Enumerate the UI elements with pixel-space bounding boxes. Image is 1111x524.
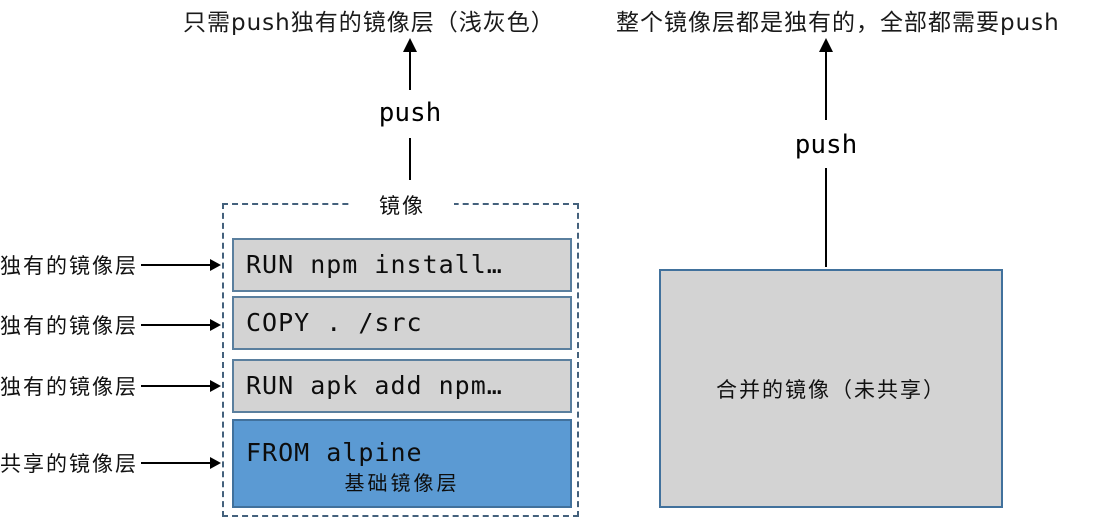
- arrow-line: [141, 324, 210, 326]
- push-label-left: push: [378, 98, 442, 128]
- arrow-line: [141, 264, 210, 266]
- arrow-line: [141, 462, 210, 464]
- arrow-right-icon: [210, 380, 221, 392]
- push-arrow-shaft-left-lower: [409, 138, 411, 180]
- arrow-line: [141, 385, 210, 387]
- layer-from-alpine: FROM alpine 基础镜像层: [232, 419, 572, 508]
- image-box-title: 镜像: [350, 190, 454, 220]
- side-label-shared: 共享的镜像层: [0, 450, 221, 476]
- push-arrow-shaft-left-upper: [409, 51, 411, 90]
- side-label-text: 独有的镜像层: [0, 314, 138, 338]
- side-label-text: 独有的镜像层: [0, 254, 138, 278]
- side-label-text: 独有的镜像层: [0, 375, 138, 399]
- push-arrow-shaft-right-upper: [825, 51, 827, 120]
- layer-from-alpine-label: FROM alpine: [246, 438, 423, 467]
- layer-copy-src: COPY . /src: [232, 296, 572, 350]
- layer-run-npm-install: RUN npm install…: [232, 238, 572, 292]
- merged-image-box: 合并的镜像（未共享）: [659, 269, 1003, 508]
- side-label-text: 共享的镜像层: [0, 452, 138, 476]
- caption-merged-layers: 整个镜像层都是独有的，全部都需要push: [616, 10, 1060, 36]
- arrow-right-icon: [210, 259, 221, 271]
- push-arrow-shaft-right-lower: [825, 168, 827, 267]
- arrow-right-icon: [210, 457, 221, 469]
- arrow-right-icon: [210, 319, 221, 331]
- base-layer-label: 基础镜像层: [344, 471, 460, 495]
- side-label-unique-1: 独有的镜像层: [0, 252, 221, 278]
- arrow-up-icon: [819, 38, 833, 52]
- push-label-right: push: [794, 130, 858, 160]
- merged-image-label: 合并的镜像（未共享）: [716, 377, 946, 402]
- side-label-unique-2: 独有的镜像层: [0, 312, 221, 338]
- side-label-unique-3: 独有的镜像层: [0, 373, 221, 399]
- layer-run-apk-add: RUN apk add npm…: [232, 359, 572, 413]
- caption-unique-layers: 只需push独有的镜像层（浅灰色）: [183, 10, 555, 36]
- arrow-up-icon: [403, 38, 417, 52]
